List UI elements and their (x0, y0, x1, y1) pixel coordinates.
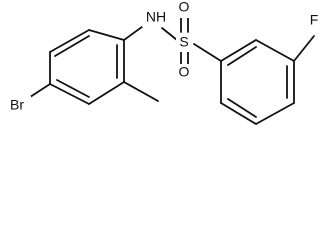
o-top-label-bg (176, 0, 193, 18)
bond-s-aryl (193, 43, 222, 62)
sulfur-label: S (179, 34, 188, 50)
bonds (23, 17, 315, 125)
atom-labels: Br NH S O O F (3, 0, 322, 114)
bond-n-s (161, 27, 178, 41)
o-bottom-label-bg (176, 64, 193, 82)
bond-right-ring-5-inner (227, 98, 257, 118)
bond-c-f (293, 35, 315, 62)
bond-c-methyl (123, 81, 159, 102)
bond-right-ring-5 (220, 102, 257, 125)
br-label-bg (3, 96, 31, 114)
fluorine-label: F (310, 12, 319, 28)
bond-left-ring-2 (88, 29, 125, 41)
bond-right-ring-1 (220, 39, 257, 62)
bond-left-ring-1-inner (54, 35, 90, 57)
f-label-bg (306, 11, 322, 29)
nh-label-bg (142, 9, 170, 27)
nitrogen-label: NH (146, 9, 166, 25)
bond-left-ring-4 (88, 81, 125, 105)
oxygen-top-label: O (179, 0, 190, 15)
bond-left-ring-1 (49, 29, 90, 53)
bond-right-ring-1-inner (227, 46, 257, 66)
bond-left-ring-5 (49, 83, 90, 105)
molecule-structure: Br NH S O O F (3, 0, 322, 125)
bond-right-ring-4 (255, 102, 295, 125)
oxygen-bottom-label: O (179, 64, 190, 80)
bond-right-ring-2 (255, 39, 295, 62)
bromine-label: Br (10, 97, 24, 113)
bond-left-ring-5-inner (56, 79, 90, 98)
s-label-bg (176, 34, 193, 52)
